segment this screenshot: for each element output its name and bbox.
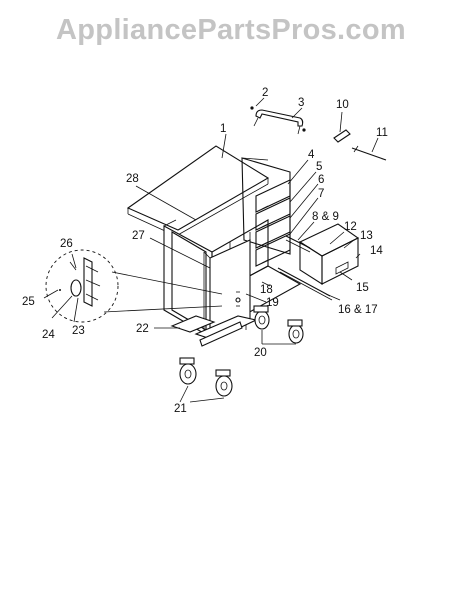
cabinet-body bbox=[126, 145, 302, 339]
callout-8-9: 8 & 9 bbox=[312, 211, 339, 223]
callout-27: 27 bbox=[132, 230, 145, 242]
callout-10: 10 bbox=[336, 99, 349, 111]
callout-11: 11 bbox=[376, 127, 388, 139]
callout-2: 2 bbox=[262, 87, 268, 99]
callout-4: 4 bbox=[308, 149, 315, 161]
callout-26: 26 bbox=[60, 238, 73, 250]
callout-25: 25 bbox=[22, 296, 35, 308]
callout-16-17: 16 & 17 bbox=[338, 304, 378, 316]
callout-6: 6 bbox=[318, 174, 324, 186]
leader-lines bbox=[43, 97, 379, 403]
callout-22: 22 bbox=[136, 323, 149, 335]
callout-1: 1 bbox=[220, 123, 226, 135]
callout-14: 14 bbox=[370, 245, 383, 257]
drawer-stack bbox=[255, 179, 291, 267]
callout-12: 12 bbox=[344, 221, 357, 233]
base-rails bbox=[170, 315, 258, 347]
hinge-detail-circle bbox=[45, 249, 223, 323]
callout-19: 19 bbox=[266, 297, 279, 309]
site-watermark: AppliancePartsPros.com bbox=[56, 14, 406, 46]
callout-15: 15 bbox=[356, 282, 369, 294]
handle-part bbox=[250, 106, 306, 135]
callout-13: 13 bbox=[360, 230, 373, 242]
callout-5: 5 bbox=[316, 161, 322, 173]
callout-24: 24 bbox=[42, 329, 55, 341]
caster-pair-21 bbox=[179, 357, 233, 397]
callout-3: 3 bbox=[298, 97, 304, 109]
callout-28: 28 bbox=[126, 173, 139, 185]
callout-20: 20 bbox=[254, 347, 267, 359]
callout-7: 7 bbox=[318, 188, 324, 200]
callout-18: 18 bbox=[260, 284, 273, 296]
caster-pair-20 bbox=[253, 305, 304, 344]
small-parts bbox=[333, 129, 387, 161]
callout-23: 23 bbox=[72, 325, 85, 337]
callout-21: 21 bbox=[174, 403, 187, 415]
callout-labels: 1 2 3 10 11 4 5 6 7 8 & 9 12 13 14 15 16… bbox=[22, 87, 388, 415]
